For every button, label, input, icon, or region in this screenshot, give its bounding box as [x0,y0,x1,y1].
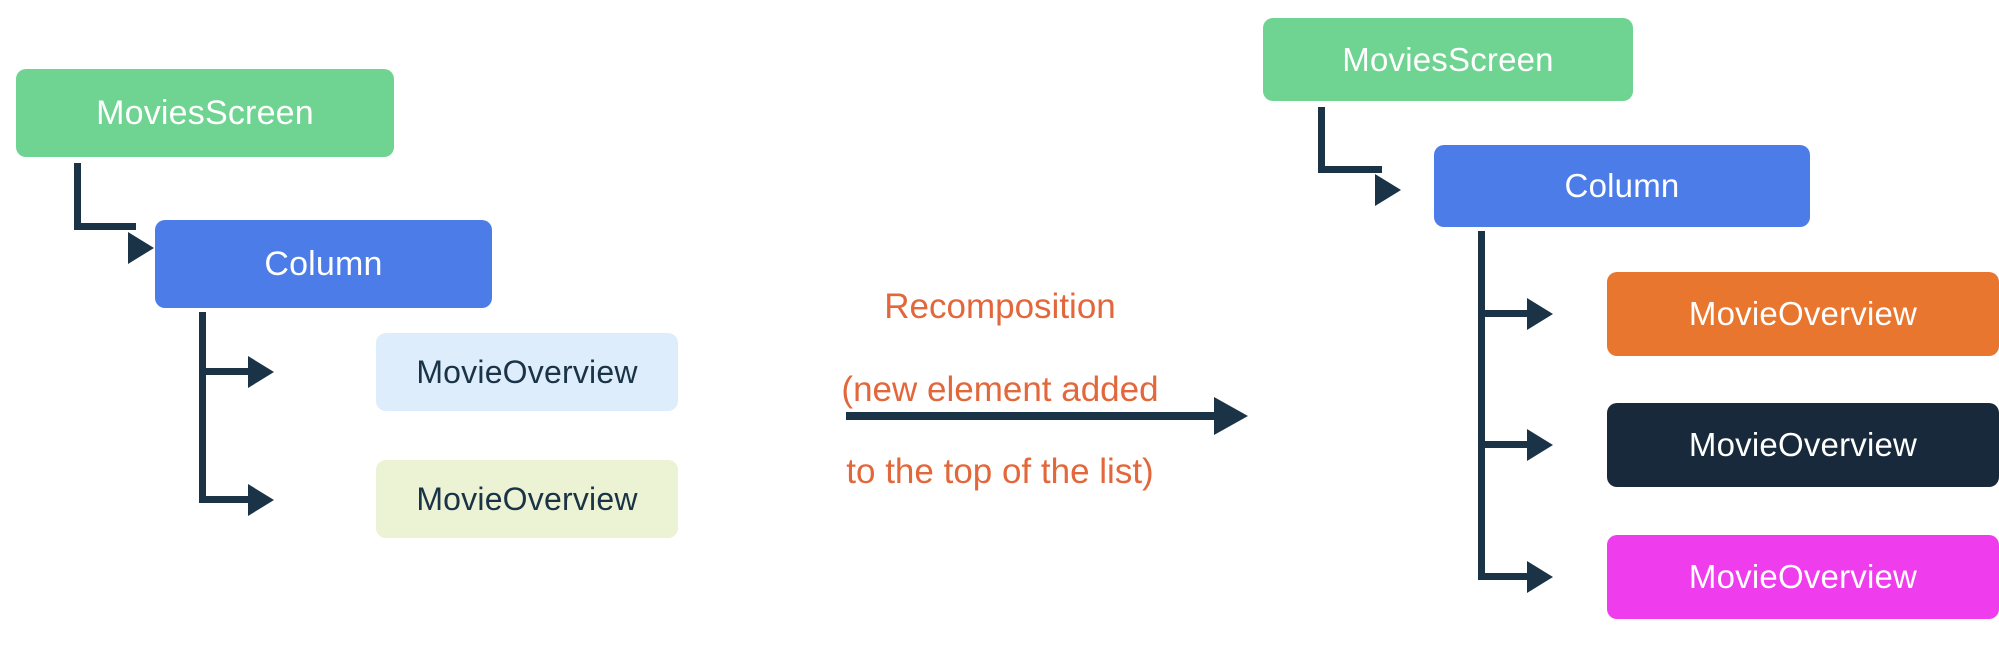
connector-before-branch-2 [199,496,255,503]
caption-line-3: to the top of the list) [846,452,1154,492]
node-label: MovieOverview [416,480,638,517]
node-before-movieoverview-1: MovieOverview [376,333,678,411]
connector-before-column-trunk [199,312,206,503]
connector-after-screen-to-column-vertical [1318,107,1325,173]
connector-before-screen-to-column-vertical [74,163,81,230]
arrowhead-before-movieoverview-2 [248,484,274,516]
node-before-movieoverview-2: MovieOverview [376,460,678,538]
caption-line-2: (new element added [841,369,1159,409]
connector-after-branch-2 [1478,441,1534,448]
node-before-column: Column [155,220,492,308]
connector-after-branch-3 [1478,573,1534,580]
node-label: Column [264,244,383,283]
recomposition-arrow-line [846,412,1220,420]
node-label: MovieOverview [1688,558,1918,595]
node-after-movieoverview-1: MovieOverview [1607,272,1999,356]
arrowhead-after-movieoverview-2 [1527,429,1553,461]
node-label: MoviesScreen [96,93,314,132]
arrowhead-before-movieoverview-1 [248,356,274,388]
connector-after-screen-to-column-horizontal [1318,166,1382,173]
arrowhead-after-column [1375,174,1401,206]
arrowhead-before-column [128,232,154,264]
connector-before-screen-to-column-horizontal [74,223,136,230]
node-label: MovieOverview [416,353,638,390]
connector-after-branch-1 [1478,310,1534,317]
arrowhead-after-movieoverview-3 [1527,561,1553,593]
node-label: MovieOverview [1688,295,1918,332]
node-after-movieoverview-2: MovieOverview [1607,403,1999,487]
node-label: MoviesScreen [1342,40,1554,78]
node-label: MovieOverview [1688,426,1918,463]
node-after-movieoverview-3: MovieOverview [1607,535,1999,619]
recomposition-caption: Recomposition (new element added to the … [840,245,1160,534]
node-label: Column [1564,167,1680,204]
connector-after-column-trunk [1478,231,1485,576]
arrowhead-after-movieoverview-1 [1527,298,1553,330]
recomposition-arrow-head [1214,397,1248,435]
node-before-moviesscreen: MoviesScreen [16,69,394,157]
connector-before-branch-1 [199,368,255,375]
node-after-moviesscreen: MoviesScreen [1263,18,1633,101]
node-after-column: Column [1434,145,1810,227]
caption-line-1: Recomposition [884,287,1116,327]
